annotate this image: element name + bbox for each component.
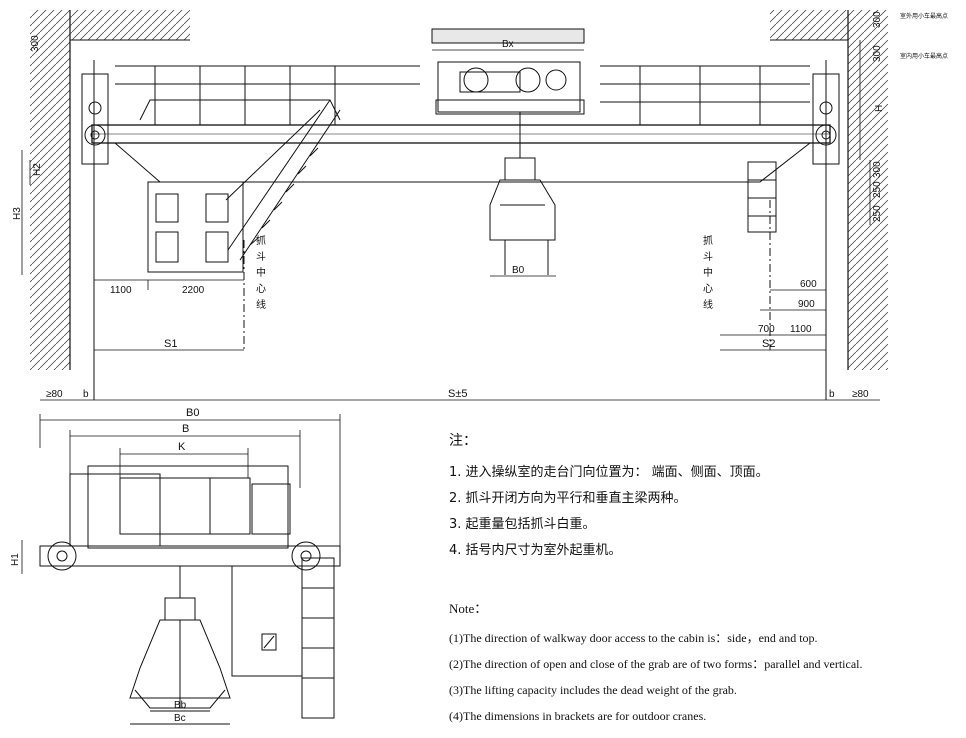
dim-h2: H2 <box>32 163 43 176</box>
notes-cn-item: 4. 括号内尺寸为室外起重机。 <box>449 543 622 558</box>
dim-1100-right: 1100 <box>790 324 812 335</box>
outdoor-trolley-top-note: 室外用小车最高点 <box>900 12 948 20</box>
svg-text:抓: 抓 <box>703 234 713 247</box>
dim-b-left: b <box>83 389 89 400</box>
notes-cn-list: 1. 进入操纵室的走台门向位置为： 端面、侧面、顶面。 2. 抓斗开闭方向为平行… <box>449 460 959 564</box>
dim-900: 900 <box>798 299 815 310</box>
girder-side <box>39 541 341 571</box>
trolley-side <box>69 465 291 549</box>
dim-k-side: K <box>178 441 186 453</box>
svg-text:抓: 抓 <box>256 234 266 247</box>
crane-side-view-drawing: B0 B K H1 Bb Bc <box>10 408 341 725</box>
notes-en-item: (2)The direction of open and close of th… <box>449 657 863 671</box>
access-ladder <box>747 161 777 233</box>
trolley <box>431 28 585 115</box>
dim-300-right-a: 300 <box>872 11 883 28</box>
dim-300-right-c: 300 <box>872 161 883 178</box>
indoor-trolley-top-note: 室内用小车最高点 <box>900 52 948 60</box>
walkway-railing <box>115 65 810 125</box>
right-end-truck <box>812 73 840 165</box>
svg-text:中: 中 <box>256 266 266 279</box>
svg-text:心: 心 <box>703 283 713 295</box>
dim-h1-side: H1 <box>10 553 21 566</box>
svg-text:线: 线 <box>256 298 266 311</box>
dim-bb-side: Bb <box>174 700 187 711</box>
notes-en-item: (1)The direction of walkway door access … <box>449 631 818 645</box>
dim-s-total: S±5 <box>448 388 468 400</box>
right-wall <box>770 10 888 370</box>
dim-1100-left: 1100 <box>110 285 132 296</box>
svg-text:斗: 斗 <box>703 251 713 263</box>
dim-bx: Bx <box>502 39 514 50</box>
dim-bc-side: Bc <box>174 713 186 724</box>
dim-2200: 2200 <box>182 285 205 296</box>
dim-s2: S2 <box>762 338 775 350</box>
stairway <box>225 99 341 261</box>
notes-en-item: (3)The lifting capacity includes the dea… <box>449 683 737 697</box>
left-wall <box>30 10 190 370</box>
grab-side <box>129 566 231 725</box>
notes-en-item: (4)The dimensions in brackets are for ou… <box>449 709 707 723</box>
grab-centerline-label-left: 抓 斗 中 心 线 <box>256 234 266 311</box>
dim-600: 600 <box>800 279 817 290</box>
notes-cn-item: 3. 起重量包括抓斗白重。 <box>449 517 596 532</box>
dim-300-top-left: 300 <box>30 35 41 52</box>
notes-en-list: (1)The direction of walkway door access … <box>449 625 959 729</box>
operator-cabin <box>147 181 244 273</box>
svg-text:线: 线 <box>703 298 713 311</box>
dim-h: H <box>874 105 885 112</box>
dim-250-a: 250 <box>872 181 883 198</box>
cabin-side <box>231 557 335 719</box>
svg-text:心: 心 <box>256 283 266 295</box>
dim-250-b: 250 <box>872 205 883 222</box>
dim-b0-top: B0 <box>512 265 525 276</box>
dim-h3: H3 <box>12 207 23 220</box>
notes-cn-heading: 注： <box>449 433 477 449</box>
grab-bucket <box>489 112 556 275</box>
svg-text:中: 中 <box>703 266 713 279</box>
dim-b-right: b <box>829 389 835 400</box>
dim-gt80-right: ≥80 <box>852 389 869 400</box>
dim-700: 700 <box>758 324 775 335</box>
dim-gt80-left: ≥80 <box>46 389 63 400</box>
crane-elevation-drawing: Bx B0 1100 2200 S1 S2 700 1100 900 600 S… <box>12 10 948 401</box>
dim-s1: S1 <box>164 338 177 350</box>
notes-section: 注： 1. 进入操纵室的走台门向位置为： 端面、侧面、顶面。 2. 抓斗开闭方向… <box>449 430 959 729</box>
notes-cn-item: 1. 进入操纵室的走台门向位置为： 端面、侧面、顶面。 <box>449 465 769 480</box>
svg-text:斗: 斗 <box>256 251 266 263</box>
notes-cn-item: 2. 抓斗开闭方向为平行和垂直主梁两种。 <box>449 491 687 506</box>
grab-centerline-label-right: 抓 斗 中 心 线 <box>703 234 713 311</box>
dim-b0-side: B0 <box>186 408 199 419</box>
dim-b-side: B <box>182 423 189 435</box>
left-end-truck <box>81 73 109 165</box>
dim-300-right-b: 300 <box>872 45 883 62</box>
notes-en-heading: Note： <box>449 601 488 616</box>
